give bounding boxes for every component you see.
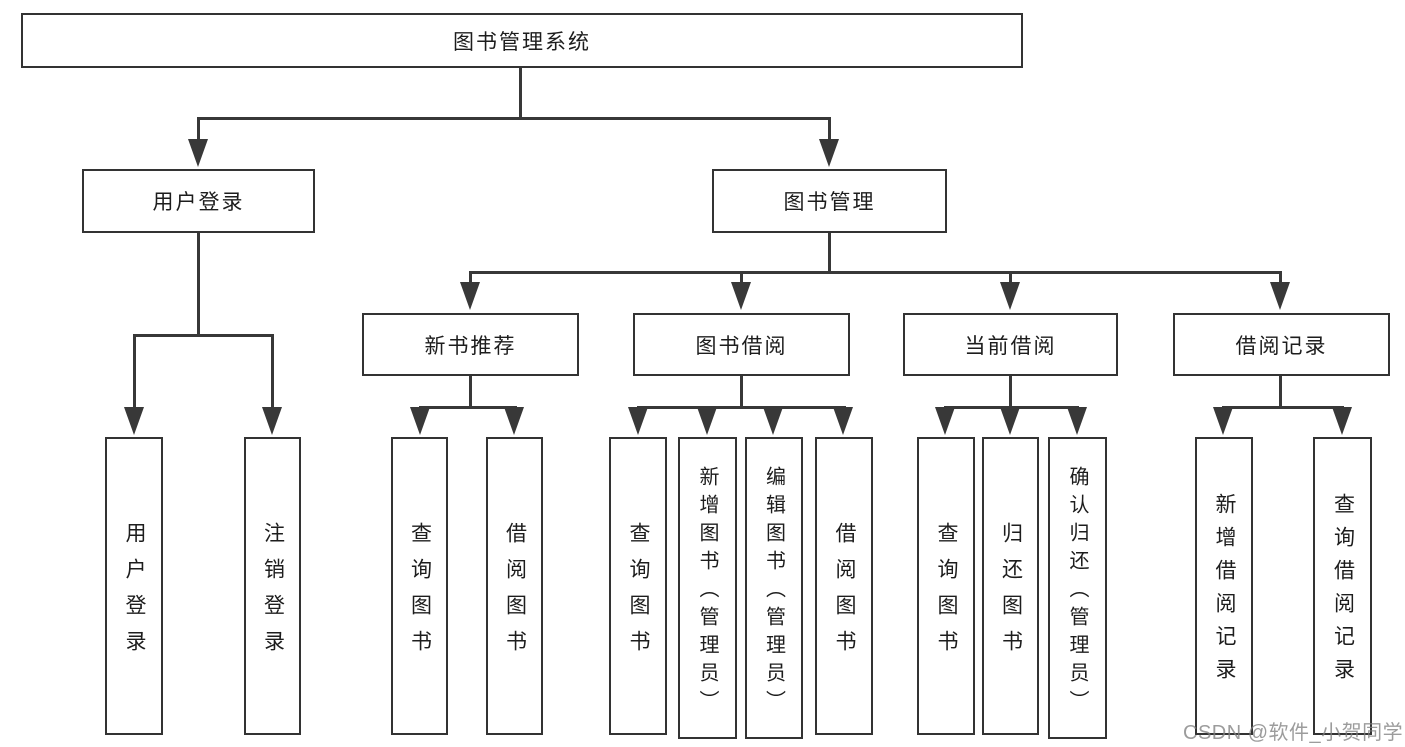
connector-line-vertical xyxy=(828,118,831,146)
node-edit-books-admin-label: 编辑图书（管理员） xyxy=(762,466,785,718)
node-add-borrow-record: 新增借阅记录 xyxy=(1195,437,1253,735)
node-search-borrow-record: 查询借阅记录 xyxy=(1313,437,1372,735)
arrow-down-icon xyxy=(188,139,208,167)
connector-line-vertical xyxy=(271,335,274,410)
node-new-book-recommendation: 新书推荐 xyxy=(362,313,579,376)
connector-line-vertical xyxy=(519,68,522,120)
node-user-login-action: 用户登录 xyxy=(105,437,163,735)
arrow-down-icon xyxy=(1000,282,1020,310)
connector-line-vertical xyxy=(1009,272,1012,288)
connector-line-horizontal xyxy=(133,334,274,337)
connector-line-vertical xyxy=(740,376,743,408)
node-search-books-recommend: 查询图书 xyxy=(391,437,448,735)
arrow-down-icon xyxy=(1332,407,1352,435)
arrow-down-icon xyxy=(833,407,853,435)
connector-line-vertical xyxy=(1279,272,1282,288)
node-add-books-admin-label: 新增图书（管理员） xyxy=(696,466,718,718)
node-search-books-current: 查询图书 xyxy=(917,437,975,735)
connector-line-vertical xyxy=(469,376,472,408)
connector-line-horizontal xyxy=(469,271,1282,274)
connector-line-vertical xyxy=(740,272,743,288)
connector-line-vertical xyxy=(197,118,200,146)
node-user-login: 用户登录 xyxy=(82,169,315,233)
node-search-books-recommend-label: 查询图书 xyxy=(408,521,432,666)
connector-line-horizontal xyxy=(1222,406,1344,409)
csdn-watermark: CSDN @软件_小贺同学 xyxy=(1183,722,1404,744)
arrow-down-icon xyxy=(1067,407,1087,435)
arrow-down-icon xyxy=(1213,407,1233,435)
node-user-login-label: 用户登录 xyxy=(152,191,245,214)
arrow-down-icon xyxy=(731,282,751,310)
arrow-down-icon xyxy=(763,407,783,435)
node-book-borrowing: 图书借阅 xyxy=(633,313,850,376)
arrow-down-icon xyxy=(124,407,144,435)
connector-line-horizontal xyxy=(637,406,846,409)
node-borrow-books-recommend: 借阅图书 xyxy=(486,437,543,735)
connector-line-vertical xyxy=(133,335,136,410)
node-current-borrowing-label: 当前借阅 xyxy=(964,334,1057,358)
arrow-down-icon xyxy=(697,407,717,435)
node-return-books: 归还图书 xyxy=(982,437,1039,735)
node-current-borrowing: 当前借阅 xyxy=(903,313,1118,376)
node-logout-action: 注销登录 xyxy=(244,437,301,735)
node-book-management: 图书管理 xyxy=(712,169,947,233)
connector-line-vertical xyxy=(469,272,472,288)
node-add-borrow-record-label: 新增借阅记录 xyxy=(1213,493,1236,691)
node-borrow-books-borrowing: 借阅图书 xyxy=(815,437,873,735)
arrow-down-icon xyxy=(410,407,430,435)
node-book-management-label: 图书管理 xyxy=(783,191,876,214)
node-search-books-current-label: 查询图书 xyxy=(935,521,958,666)
node-new-book-recommendation-label: 新书推荐 xyxy=(424,334,517,358)
arrow-down-icon xyxy=(628,407,648,435)
arrow-down-icon xyxy=(504,407,524,435)
arrow-down-icon xyxy=(460,282,480,310)
arrow-down-icon xyxy=(935,407,955,435)
arrow-down-icon xyxy=(819,139,839,167)
node-confirm-return-admin: 确认归还（管理员） xyxy=(1048,437,1107,739)
node-library-management-system-label: 图书管理系统 xyxy=(453,30,591,54)
node-confirm-return-admin-label: 确认归还（管理员） xyxy=(1066,466,1088,718)
connector-line-vertical xyxy=(828,233,831,273)
node-borrowing-records-label: 借阅记录 xyxy=(1235,334,1328,358)
node-add-books-admin: 新增图书（管理员） xyxy=(678,437,737,739)
arrow-down-icon xyxy=(1270,282,1290,310)
node-borrow-books-recommend-label: 借阅图书 xyxy=(503,521,527,666)
node-user-login-action-label: 用户登录 xyxy=(123,521,146,666)
node-logout-action-label: 注销登录 xyxy=(261,521,285,666)
node-search-books-borrowing: 查询图书 xyxy=(609,437,667,735)
connector-line-vertical xyxy=(1009,376,1012,408)
node-book-borrowing-label: 图书借阅 xyxy=(695,334,788,358)
connector-line-vertical xyxy=(1279,376,1282,408)
connector-line-horizontal xyxy=(197,117,831,120)
connector-line-vertical xyxy=(197,233,200,336)
node-search-borrow-record-label: 查询借阅记录 xyxy=(1331,493,1355,691)
arrow-down-icon xyxy=(1000,407,1020,435)
node-search-books-borrowing-label: 查询图书 xyxy=(627,521,650,666)
node-library-management-system: 图书管理系统 xyxy=(21,13,1023,68)
node-edit-books-admin: 编辑图书（管理员） xyxy=(745,437,803,739)
node-borrowing-records: 借阅记录 xyxy=(1173,313,1390,376)
arrow-down-icon xyxy=(262,407,282,435)
connector-line-horizontal xyxy=(419,406,517,409)
node-borrow-books-borrowing-label: 借阅图书 xyxy=(833,521,856,666)
node-return-books-label: 归还图书 xyxy=(999,521,1023,666)
